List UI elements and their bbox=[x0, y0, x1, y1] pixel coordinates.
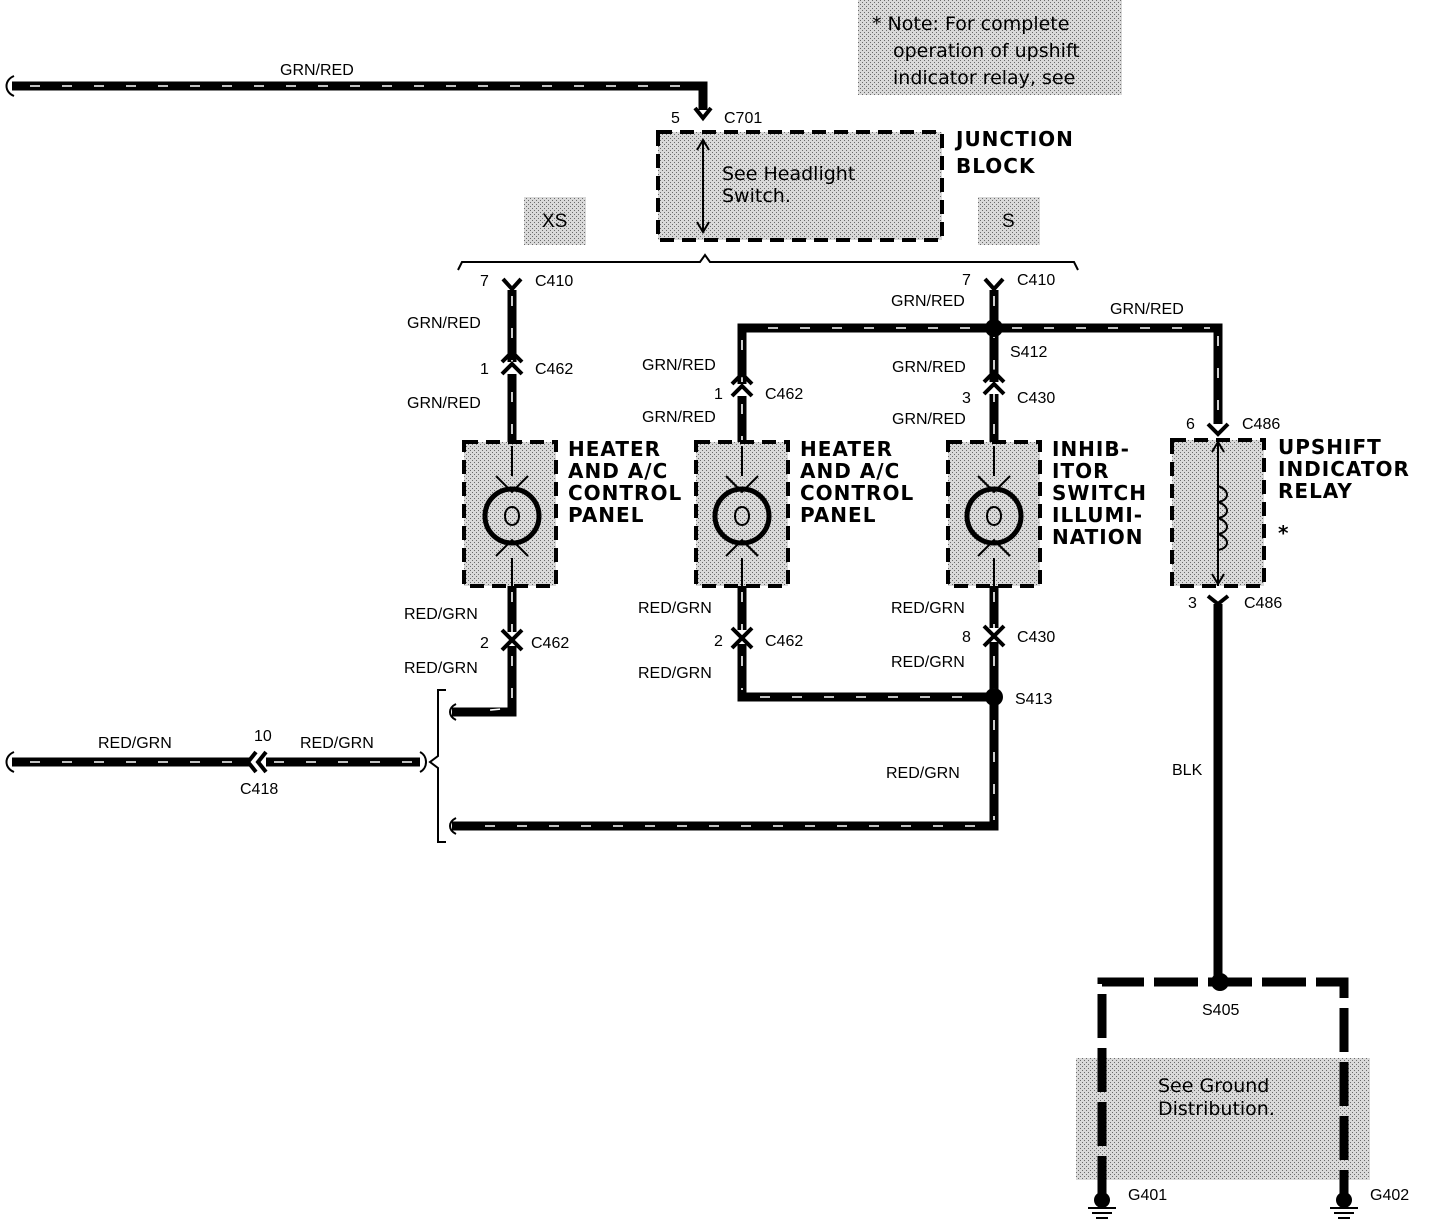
conn-c430-c2: C430 bbox=[1017, 629, 1055, 646]
conn-c418: C418 bbox=[240, 781, 278, 798]
wire-label-c3-3: RED/GRN bbox=[891, 600, 965, 617]
ground-see-line-2: Distribution. bbox=[1158, 1098, 1275, 1120]
note-line-1: * Note: For complete bbox=[872, 13, 1069, 35]
wire-label-c418-left: RED/GRN bbox=[98, 735, 172, 752]
inhibitor-line-5: NATION bbox=[1052, 525, 1144, 549]
heater-1-line-4: PANEL bbox=[568, 503, 644, 527]
variant-xs-label: XS bbox=[542, 211, 567, 232]
jb-see-line-2: Switch. bbox=[722, 185, 791, 207]
splice-s412: S412 bbox=[1010, 344, 1047, 361]
wire-label-c2-2: GRN/RED bbox=[642, 409, 716, 426]
wire-label-c418-right: RED/GRN bbox=[300, 735, 374, 752]
wire-label-c1-2: GRN/RED bbox=[407, 395, 481, 412]
wire-label-c3-2: GRN/RED bbox=[892, 411, 966, 428]
inhibitor-line-3: SWITCH bbox=[1052, 481, 1147, 505]
conn-c462-b2: C462 bbox=[765, 633, 803, 650]
pin-8-c: 8 bbox=[962, 629, 971, 646]
pin-7-a: 7 bbox=[480, 273, 489, 290]
variant-s: S bbox=[978, 197, 1040, 245]
ground-g401: G401 bbox=[1128, 1187, 1167, 1204]
wire-label-relay-top: GRN/RED bbox=[1110, 301, 1184, 318]
relay-line-3: RELAY bbox=[1278, 479, 1353, 503]
heater-1-line-1: HEATER bbox=[568, 437, 661, 461]
conn-c486-r: C486 bbox=[1242, 416, 1280, 433]
conn-c462-a: C462 bbox=[535, 361, 573, 378]
wire-label-c3-1: GRN/RED bbox=[892, 359, 966, 376]
ground-see-line-1: See Ground bbox=[1158, 1075, 1269, 1097]
inhibitor-line-4: ILLUMI- bbox=[1052, 503, 1143, 527]
note-line-3: indicator relay, see bbox=[893, 67, 1075, 89]
wire-label-c3-0: GRN/RED bbox=[891, 293, 965, 310]
wire-label-c3-5: RED/GRN bbox=[886, 765, 960, 782]
heater-1-line-3: CONTROL bbox=[568, 481, 682, 505]
wire-top-grn-red: GRN/RED bbox=[5, 62, 708, 110]
wire-label-c1-4: RED/GRN bbox=[404, 660, 478, 677]
heater-2-line-1: HEATER bbox=[800, 437, 893, 461]
variant-brace bbox=[457, 253, 1079, 271]
left-brace-c418: RED/GRN 10 RED/GRN C418 bbox=[5, 689, 457, 843]
inhibitor-line-1: INHIB- bbox=[1052, 437, 1130, 461]
column-heater-2: GRN/RED 1 C462 GRN/RED HEATER AND A/C CO… bbox=[638, 323, 994, 702]
note-line-2: operation of upshift bbox=[893, 40, 1080, 62]
jb-pin: 5 bbox=[671, 110, 680, 127]
splice-s413: S413 bbox=[1015, 691, 1052, 708]
jb-see-line-1: See Headlight bbox=[722, 163, 855, 185]
heater-2-line-3: CONTROL bbox=[800, 481, 914, 505]
wire-label-top: GRN/RED bbox=[280, 62, 354, 79]
wire-label-c2-4: RED/GRN bbox=[638, 665, 712, 682]
conn-c410-c: C410 bbox=[1017, 272, 1055, 289]
conn-c430-c: C430 bbox=[1017, 390, 1055, 407]
wire-label-c1-1: GRN/RED bbox=[407, 315, 481, 332]
column-heater-1: 7 C410 GRN/RED 1 C462 GRN/RED HEATER AND… bbox=[404, 273, 682, 717]
note-box: * Note: For complete operation of upshif… bbox=[858, 0, 1122, 95]
pin-1-a: 1 bbox=[480, 361, 489, 378]
heater-2-line-2: AND A/C bbox=[800, 459, 900, 483]
inhibitor-line-2: ITOR bbox=[1052, 459, 1110, 483]
heater-2-line-4: PANEL bbox=[800, 503, 876, 527]
ground-g402: G402 bbox=[1370, 1187, 1409, 1204]
wire-label-c2-3: RED/GRN bbox=[638, 600, 712, 617]
pin-10: 10 bbox=[254, 728, 272, 745]
conn-c486-r2: C486 bbox=[1244, 595, 1282, 612]
wire-label-c1-3: RED/GRN bbox=[404, 606, 478, 623]
column-inhibitor: 7 C410 GRN/RED GRN/RED S412 GRN/RED 3 C4… bbox=[452, 272, 1223, 831]
relay-line-1: UPSHIFT bbox=[1278, 435, 1382, 459]
pin-6-r: 6 bbox=[1186, 416, 1195, 433]
conn-c462-b: C462 bbox=[765, 386, 803, 403]
wire-label-blk: BLK bbox=[1172, 762, 1203, 779]
splice-s405: S405 bbox=[1202, 1002, 1239, 1019]
variant-xs: XS bbox=[524, 197, 586, 245]
relay-mark: * bbox=[1278, 521, 1289, 545]
conn-c462-a2: C462 bbox=[531, 635, 569, 652]
variant-s-label: S bbox=[1002, 211, 1015, 232]
jb-title-line-1: JUNCTION bbox=[954, 127, 1074, 151]
pin-1-b: 1 bbox=[714, 386, 723, 403]
jb-connector: C701 bbox=[724, 110, 762, 127]
column-relay: 6 C486 UPSHIFT INDICATOR RELAY * 3 C486 … bbox=[1170, 416, 1410, 982]
ground-section: S405 See Ground Distribution. G401 G402 bbox=[1076, 973, 1409, 1219]
conn-c410-a: C410 bbox=[535, 273, 573, 290]
pin-3-r: 3 bbox=[1188, 595, 1197, 612]
pin-7-c: 7 bbox=[962, 272, 971, 289]
junction-block: 5 C701 See Headlight Switch. JUNCTION BL… bbox=[656, 106, 1074, 242]
pin-3-c: 3 bbox=[962, 390, 971, 407]
pin-2-a: 2 bbox=[480, 635, 489, 652]
relay-line-2: INDICATOR bbox=[1278, 457, 1410, 481]
wire-label-c3-4: RED/GRN bbox=[891, 654, 965, 671]
jb-title-line-2: BLOCK bbox=[956, 154, 1036, 178]
heater-1-line-2: AND A/C bbox=[568, 459, 668, 483]
pin-2-b: 2 bbox=[714, 633, 723, 650]
wire-label-c2-1: GRN/RED bbox=[642, 357, 716, 374]
